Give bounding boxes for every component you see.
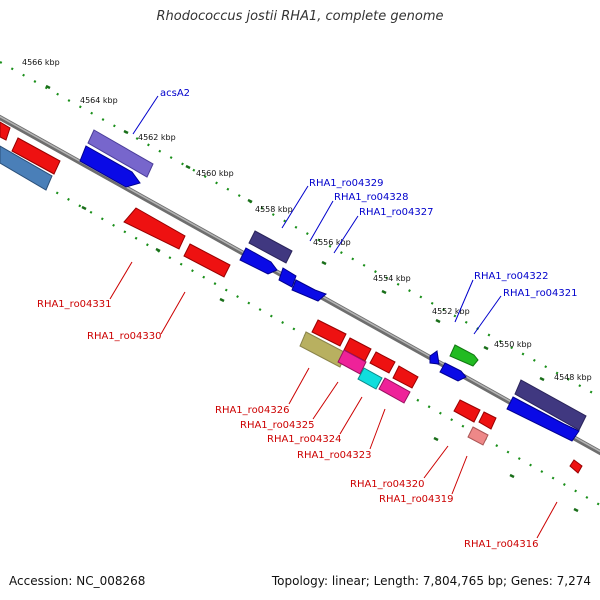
gene-label[interactable]: RHA1_ro04324: [267, 434, 342, 445]
leader-line: [536, 501, 558, 539]
accession-text: Accession: NC_008268: [9, 574, 146, 588]
leader-line: [288, 367, 310, 405]
feature-acsA2[interactable]: [87, 129, 154, 178]
feature-ro04319[interactable]: [467, 426, 489, 446]
feature-arrow[interactable]: [429, 350, 440, 365]
tick-label: 4554 kbp: [373, 274, 411, 283]
leader-line: [454, 279, 474, 323]
leader-line: [473, 295, 502, 335]
feature-arrow[interactable]: [439, 362, 467, 382]
feature-ro04324[interactable]: [357, 367, 383, 390]
feature-arrow[interactable]: [248, 230, 293, 264]
tick-mark: [45, 84, 51, 90]
forward-features: [79, 129, 587, 442]
gene-label[interactable]: acsA2: [160, 88, 190, 99]
tick-mark: [219, 297, 225, 303]
leader-line: [333, 215, 359, 254]
feature-arrow[interactable]: [79, 145, 141, 188]
gene-label[interactable]: RHA1_ro04323: [297, 450, 372, 461]
tick-mark: [509, 473, 515, 479]
leader-line: [309, 200, 334, 242]
genome-title: Rhodococcus jostii RHA1, complete genome: [156, 9, 444, 24]
tick-label: 4566 kbp: [22, 58, 60, 67]
genome-summary-text: Topology: linear; Length: 7,804,765 bp; …: [271, 574, 591, 588]
gene-label[interactable]: RHA1_ro04328: [334, 192, 409, 203]
tick-mark: [381, 289, 387, 295]
feature-arrow[interactable]: [311, 319, 347, 347]
tick-mark: [539, 376, 545, 382]
feature-arrow[interactable]: [506, 396, 580, 442]
feature-ro04316[interactable]: [569, 459, 583, 474]
gene-label[interactable]: RHA1_ro04330: [87, 331, 162, 342]
feature-arrow[interactable]: [123, 207, 186, 250]
tick-mark: [573, 507, 579, 513]
tick-mark: [435, 318, 441, 324]
leader-line: [281, 185, 309, 229]
feature-ro04323[interactable]: [378, 377, 411, 404]
tick-mark: [321, 260, 327, 266]
tick-mark: [185, 164, 191, 170]
tick-mark: [433, 436, 439, 442]
tick-mark: [81, 205, 87, 211]
leader-line: [369, 408, 386, 450]
leader-line: [339, 396, 363, 435]
feature-arrow[interactable]: [291, 279, 327, 302]
feature-arrow[interactable]: [183, 243, 231, 278]
feature-arrow[interactable]: [278, 267, 297, 288]
feature-ro04326[interactable]: [299, 331, 347, 368]
leader-line: [423, 445, 449, 479]
tick-mark: [483, 345, 489, 351]
gene-label[interactable]: RHA1_ro04320: [350, 479, 425, 490]
tick-label: 4564 kbp: [80, 96, 118, 105]
gene-label[interactable]: RHA1_ro04316: [464, 539, 539, 550]
tick-label: 4558 kbp: [255, 205, 293, 214]
gene-label[interactable]: RHA1_ro04326: [215, 405, 290, 416]
gene-label[interactable]: RHA1_ro04329: [309, 178, 384, 189]
tick-label: 4556 kbp: [313, 238, 351, 247]
feature-arrow[interactable]: [0, 145, 53, 191]
feature-arrow[interactable]: [239, 247, 278, 275]
feature-arrow[interactable]: [0, 121, 11, 141]
gene-label[interactable]: RHA1_ro04327: [359, 207, 434, 218]
leader-line: [160, 291, 186, 335]
tick-label: 4548 kbp: [554, 373, 592, 382]
tick-label: 4560 kbp: [196, 169, 234, 178]
gene-label[interactable]: RHA1_ro04325: [240, 420, 315, 431]
leader-line: [312, 381, 339, 420]
tick-mark: [155, 247, 161, 253]
leader-line: [109, 261, 133, 300]
feature-arrow[interactable]: [392, 365, 419, 389]
upper-scale-line: [0, 61, 600, 398]
gene-label[interactable]: RHA1_ro04321: [503, 288, 578, 299]
gene-label[interactable]: RHA1_ro04331: [37, 299, 112, 310]
feature-arrow[interactable]: [369, 351, 396, 374]
tick-label: 4552 kbp: [432, 307, 470, 316]
gene-label[interactable]: RHA1_ro04319: [379, 494, 454, 505]
tick-label: 4562 kbp: [138, 133, 176, 142]
gene-label[interactable]: RHA1_ro04322: [474, 271, 549, 282]
leader-line: [451, 455, 468, 495]
feature-arrow[interactable]: [478, 411, 497, 430]
tick-mark: [247, 198, 253, 204]
feature-ro04320[interactable]: [453, 399, 481, 423]
feature-ro04325[interactable]: [337, 349, 367, 375]
reverse-features: [0, 121, 583, 474]
feature-arrow[interactable]: [449, 344, 479, 367]
leader-line: [132, 95, 159, 135]
feature-arrow[interactable]: [514, 379, 587, 431]
feature-arrow[interactable]: [11, 137, 61, 175]
tick-label: 4550 kbp: [494, 340, 532, 349]
tick-mark: [123, 129, 129, 135]
